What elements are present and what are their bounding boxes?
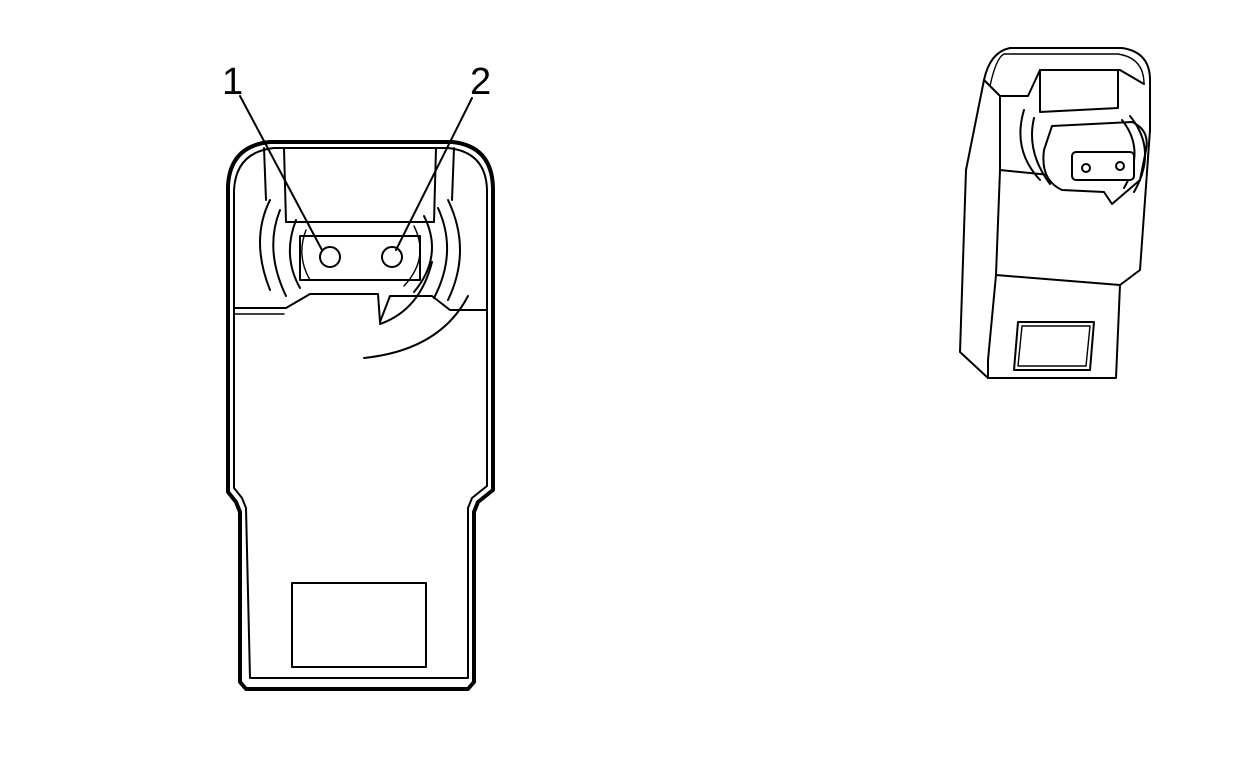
left-arc-mid [272, 209, 287, 297]
callout-label-2: 2 [470, 61, 491, 103]
sweep-arc-lower [363, 295, 469, 359]
iso-terminal-arc-right [1121, 115, 1146, 193]
iso-top-step [999, 69, 1145, 97]
iso-body-outline [959, 47, 1151, 379]
terminal-cavity [299, 235, 421, 281]
callout-label-1: 1 [222, 61, 243, 103]
right-arc-inner [413, 215, 433, 293]
left-arc-inner [288, 219, 301, 289]
iso-latch [1039, 69, 1119, 113]
iso-terminal-2 [1115, 161, 1125, 171]
connector-isometric-view [959, 47, 1151, 379]
iso-label-plate [1013, 321, 1095, 371]
body-divider [233, 293, 488, 323]
sweep-arc-upper [379, 261, 433, 325]
label-plate [291, 582, 427, 668]
iso-label-plate-inner [1017, 325, 1091, 367]
callout-line-1 [239, 95, 323, 251]
iso-ledge [995, 169, 1121, 286]
terminal-1[interactable] [319, 246, 341, 268]
right-arc-mid [433, 207, 448, 299]
iso-side-face [983, 79, 1001, 379]
left-arc-core [301, 229, 311, 281]
right-arc-core [403, 225, 421, 287]
right-arc-outer [447, 199, 461, 301]
left-arc-outer [259, 199, 271, 291]
connector-body-outline [233, 147, 488, 679]
iso-terminal-cavity [1071, 151, 1135, 181]
iso-body-edge [989, 53, 1145, 87]
terminal-2[interactable] [381, 246, 403, 268]
connector-outer-edge [226, 140, 495, 691]
iso-terminal-arc-left [1019, 109, 1051, 185]
callout-line-2 [395, 97, 473, 251]
connector-front-view [226, 140, 495, 691]
iso-terminal-1 [1081, 163, 1091, 173]
latch-top-outline [263, 147, 455, 223]
